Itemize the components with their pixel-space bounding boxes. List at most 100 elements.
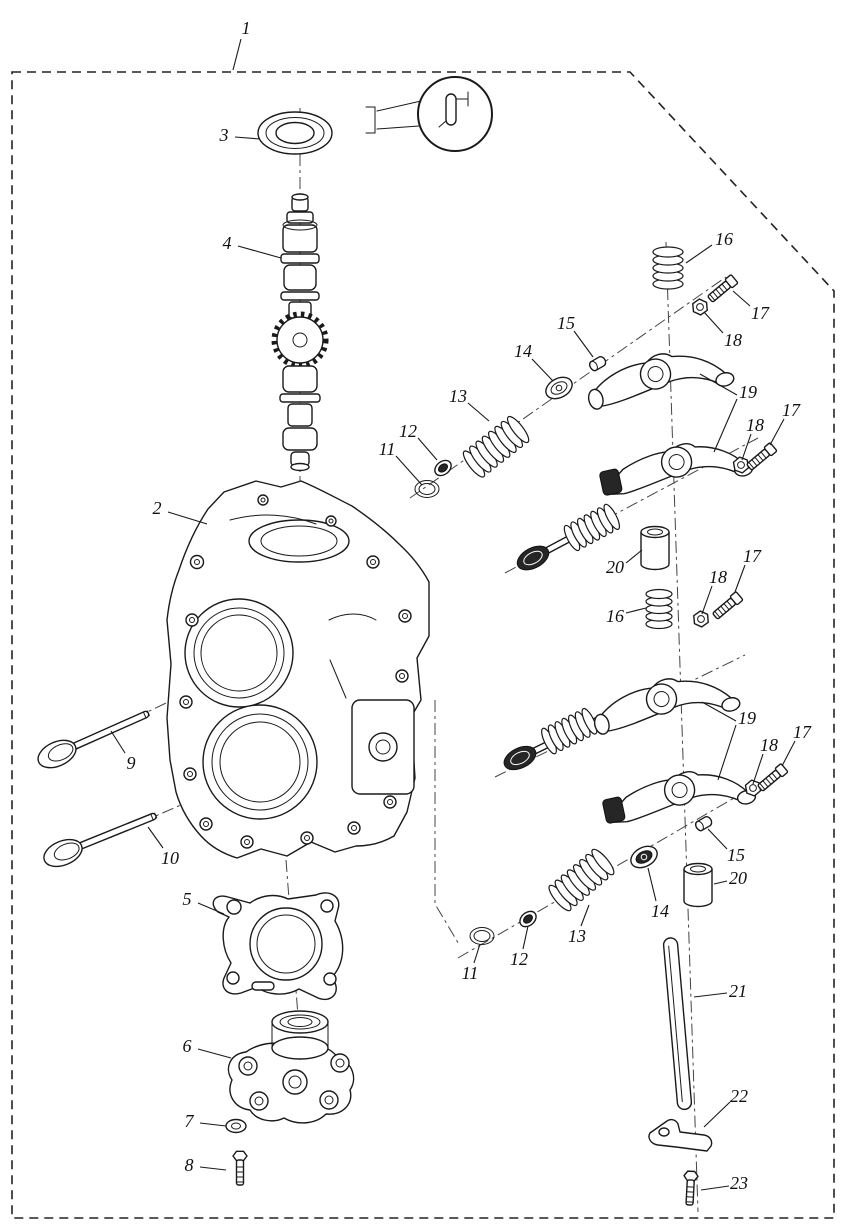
lock-nut-part-18-c — [689, 608, 713, 630]
lower-valve-train — [469, 662, 789, 945]
leader-line — [703, 1101, 731, 1128]
push-rod-part-21 — [662, 937, 693, 1111]
leader-line — [237, 245, 282, 259]
part-callout-16: 16 — [606, 606, 624, 626]
leader-line — [781, 740, 796, 767]
leader-line — [199, 1166, 227, 1171]
leader-line — [734, 564, 746, 593]
leader-line — [713, 398, 738, 453]
adjust-screw-part-17-d — [755, 762, 789, 794]
part-callout-8: 8 — [185, 1155, 194, 1175]
leader-line — [147, 826, 164, 849]
part-callout-20: 20 — [729, 868, 747, 888]
part-callout-11: 11 — [462, 963, 479, 983]
part-callout-18: 18 — [746, 415, 764, 435]
leader-line — [699, 373, 738, 396]
leader-line — [625, 607, 647, 614]
detail-view-circle — [365, 76, 493, 152]
part-callout-6: 6 — [183, 1036, 192, 1056]
leader-line — [713, 880, 728, 885]
rocker-pivot-part-20-b — [683, 862, 713, 908]
adjust-screw-part-17-a — [705, 273, 739, 305]
rocker-arm-part-19-b — [596, 430, 755, 506]
part-callout-19: 19 — [738, 708, 756, 728]
valve-spring-upper-right — [563, 503, 621, 552]
part-callout-2: 2 — [153, 498, 162, 518]
leader-line — [707, 828, 728, 850]
part-callout-13: 13 — [568, 926, 586, 946]
washer-part-7 — [225, 1118, 247, 1134]
part-callout-4: 4 — [223, 233, 232, 253]
callout-layer: 1342161718151413121119181720161817910191… — [110, 18, 812, 1193]
part-callout-9: 9 — [127, 753, 136, 773]
valve-spring-part-13-b — [548, 848, 615, 912]
part-callout-11: 11 — [379, 439, 396, 459]
part-callout-22: 22 — [730, 1086, 748, 1106]
valve-spring-part-16-upper — [652, 246, 684, 290]
part-callout-5: 5 — [183, 889, 192, 909]
leader-line — [647, 867, 657, 902]
valve-cotter-part-15-b — [693, 814, 714, 833]
part-callout-14: 14 — [651, 901, 669, 921]
part-callout-17: 17 — [743, 546, 762, 566]
leader-line — [701, 701, 737, 722]
valve-part-10 — [39, 803, 161, 873]
valve-spring-part-16-lower — [645, 588, 673, 630]
leader-line — [580, 904, 590, 927]
retainer-bracket-part-22 — [648, 1118, 713, 1152]
leader-line — [417, 437, 438, 461]
spring-seat-part-12-a — [431, 456, 455, 480]
part-callout-18: 18 — [760, 735, 778, 755]
part-callout-12: 12 — [399, 421, 417, 441]
part-callout-7: 7 — [185, 1111, 195, 1131]
leader-line — [197, 1048, 232, 1059]
cylinder-block-part-2 — [166, 480, 430, 859]
adjust-screw-part-17-c — [710, 590, 744, 622]
oil-seal-part-3 — [257, 111, 333, 155]
upper-valve-train — [414, 246, 778, 630]
bolt-part-8 — [232, 1150, 248, 1186]
leader-line — [741, 433, 752, 461]
leader-line — [395, 455, 423, 486]
spring-retainer-part-14-a — [541, 372, 577, 404]
leader-line — [467, 402, 490, 422]
part-callout-16: 16 — [715, 229, 733, 249]
part-callout-20: 20 — [606, 557, 624, 577]
seal-washer-part-11-a — [414, 480, 440, 498]
leader-line — [531, 358, 554, 382]
leader-line — [752, 753, 764, 785]
seal-washer-part-11-b — [469, 927, 495, 945]
part-callout-15: 15 — [727, 845, 745, 865]
part-callout-18: 18 — [724, 330, 742, 350]
part-callout-17: 17 — [751, 303, 770, 323]
leader-line — [703, 311, 724, 334]
valve-cotter-part-15-a — [587, 354, 608, 373]
leader-line — [473, 943, 481, 964]
leader-line — [232, 38, 242, 71]
leader-line — [701, 585, 713, 615]
part-callout-17: 17 — [793, 722, 812, 742]
part-callout-23: 23 — [730, 1173, 748, 1193]
leader-line — [717, 724, 737, 781]
leader-line — [769, 418, 785, 446]
dashed-boundary — [11, 71, 835, 1219]
leader-line — [573, 330, 594, 358]
leader-line — [732, 290, 751, 307]
part-callout-19: 19 — [739, 382, 757, 402]
leader-line — [625, 549, 643, 564]
part-callout-14: 14 — [514, 341, 532, 361]
leader-line — [199, 1122, 227, 1127]
leader-line — [110, 730, 126, 754]
leader-line — [522, 925, 529, 950]
rocker-arm-part-19-a — [581, 337, 736, 420]
part-callout-12: 12 — [510, 949, 528, 969]
leader-line — [234, 136, 261, 140]
valve-spring-part-13-a — [462, 415, 530, 478]
valve-spring-lower-right — [541, 707, 598, 755]
part-callout-10: 10 — [161, 848, 179, 868]
part-callout-3: 3 — [219, 125, 229, 145]
block-bolt-holes — [179, 494, 412, 849]
adjust-screw-part-17-b — [744, 441, 778, 473]
pump-gasket-part-5 — [212, 892, 344, 1001]
oil-pump-part-6 — [227, 1010, 355, 1124]
